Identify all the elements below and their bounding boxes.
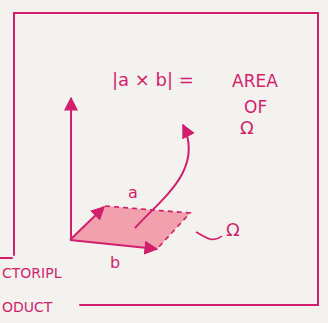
parallelogram-edge (105, 206, 190, 249)
formula-text: |a × b| = (112, 70, 194, 90)
omega-symbol: Ω (226, 220, 240, 240)
vector-label: b (110, 254, 120, 272)
caption-fragment: CTORIPL (2, 266, 61, 281)
vector-b (70, 240, 157, 249)
vector-label: a (128, 184, 138, 202)
curved-arrow (135, 125, 189, 228)
parallelogram-fill (70, 206, 190, 249)
caption-fragment: ODUCT (2, 300, 52, 315)
omega-leader (196, 232, 222, 239)
area-text: OF (244, 98, 267, 117)
omega-symbol: Ω (240, 118, 254, 138)
vector-a (70, 207, 104, 240)
card-frame (0, 13, 318, 305)
area-text: AREA (232, 72, 278, 91)
normal-vector (70, 98, 72, 238)
